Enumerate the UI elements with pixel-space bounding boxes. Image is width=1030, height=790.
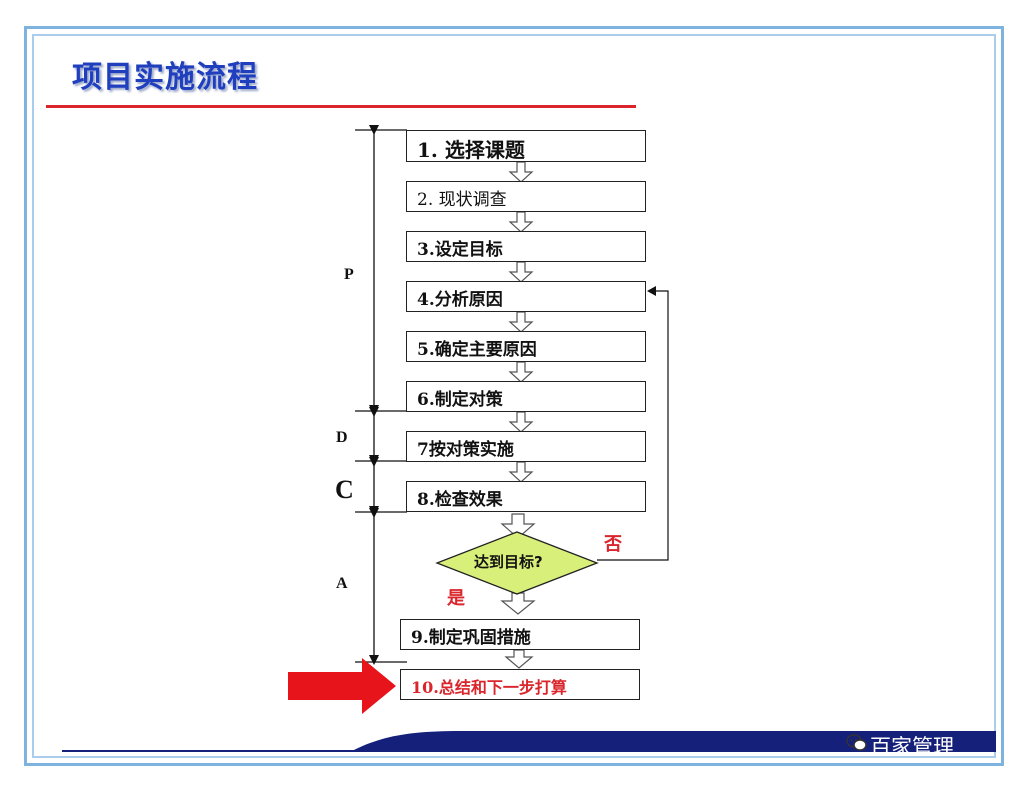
phase-brackets [355, 125, 407, 665]
step-1-label: 1. 选择课题 [417, 138, 525, 162]
footer-brand-text: 百家管理 [870, 735, 954, 759]
down-arrow [508, 461, 534, 483]
phase-c-label: C [335, 475, 354, 504]
down-arrow [508, 211, 534, 233]
feedback-arrowhead [647, 286, 656, 296]
down-arrows [500, 161, 536, 669]
step-6-box: 6.制定对策 [406, 381, 646, 412]
down-arrow [500, 513, 536, 539]
step-6-label: 6.制定对策 [417, 390, 503, 410]
down-arrow [508, 411, 534, 433]
down-arrow [508, 261, 534, 283]
step-2-box: 2. 现状调查 [406, 181, 646, 212]
slide-frame-inner [32, 34, 996, 758]
down-arrow [508, 161, 534, 183]
step-9-box: 9.制定巩固措施 [400, 619, 640, 650]
phase-a-label: A [336, 575, 348, 592]
step-5-label: 5.确定主要原因 [417, 340, 537, 360]
down-arrow [504, 649, 534, 669]
step-3-box: 3.设定目标 [406, 231, 646, 262]
down-arrow [508, 311, 534, 333]
step-5-box: 5.确定主要原因 [406, 331, 646, 362]
step-7-box: 7按对策实施 [406, 431, 646, 462]
footer-swoosh [350, 731, 996, 752]
step-1-box: 1. 选择课题 [406, 130, 646, 162]
phase-d-label: D [336, 429, 348, 446]
step-2-label: 2. 现状调查 [417, 190, 507, 210]
down-arrow [500, 592, 536, 615]
step-4-box: 4.分析原因 [406, 281, 646, 312]
decision-label: 达到目标? [474, 553, 543, 571]
step-10-label: 10.总结和下一步打算 [411, 678, 567, 697]
step-10-box: 10.总结和下一步打算 [400, 669, 640, 700]
down-arrow [508, 361, 534, 383]
step-3-label: 3.设定目标 [417, 240, 503, 260]
branch-no-label: 否 [604, 534, 622, 555]
slide-title: 项目实施流程 [72, 60, 258, 95]
step-8-box: 8.检查效果 [406, 481, 646, 512]
branch-yes-label: 是 [447, 588, 465, 609]
step-9-label: 9.制定巩固措施 [411, 628, 531, 648]
title-underline [46, 105, 636, 108]
no-feedback-line [597, 290, 669, 561]
big-red-arrow-icon [288, 658, 396, 714]
step-4-label: 4.分析原因 [417, 290, 503, 310]
phase-p-label: P [344, 266, 354, 283]
slide-frame-outer [24, 26, 1004, 766]
step-8-label: 8.检查效果 [417, 490, 503, 510]
wechat-icon [846, 734, 867, 751]
decision-diamond [435, 531, 599, 595]
step-7-label: 7按对策实施 [417, 440, 514, 460]
